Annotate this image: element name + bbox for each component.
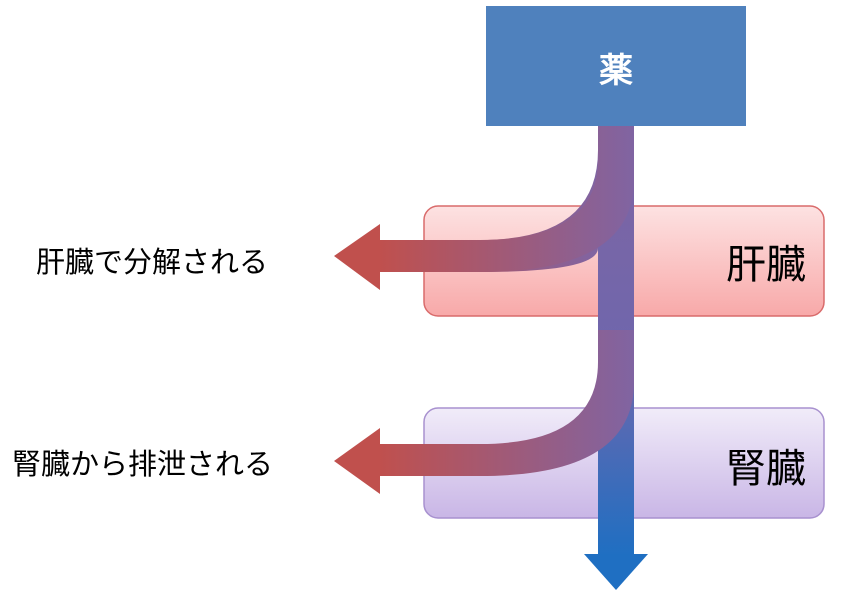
liver-branch-arrow (334, 126, 634, 290)
liver-outcome-label: 肝臓で分解される (36, 245, 268, 279)
kidney-label: 腎臓 (726, 446, 806, 492)
drug-box (486, 6, 746, 126)
drug-label: 薬 (599, 51, 633, 91)
kidney-branch-arrow (334, 330, 634, 494)
liver-label: 肝臓 (726, 242, 806, 288)
kidney-outcome-label: 腎臓から排泄される (12, 447, 273, 481)
